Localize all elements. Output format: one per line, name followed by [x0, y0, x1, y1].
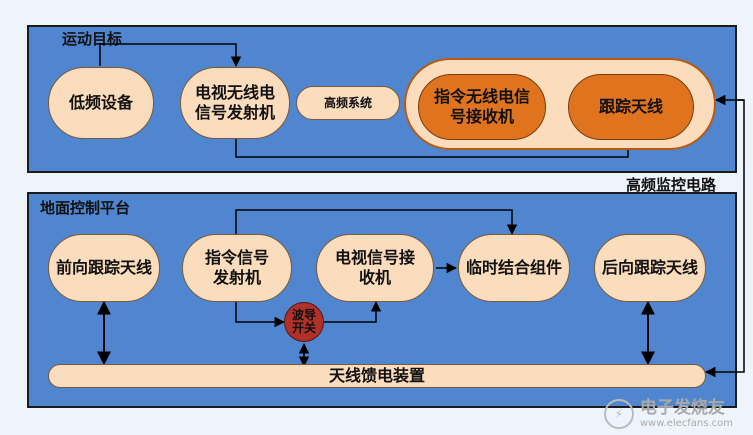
rear-tracking-antenna: 后向跟踪天线 [594, 234, 706, 302]
hf-monitor-circuit-label: 高频监控电路 [626, 176, 717, 194]
watermark-text: 电子发烧友 [639, 398, 725, 419]
antenna-feeder-device: 天线馈电装置 [48, 364, 706, 388]
tracking-antenna: 跟踪天线 [568, 74, 694, 140]
high-frequency-system: 高频系统 [296, 86, 400, 120]
ground-control-title: 地面控制平台 [40, 199, 131, 217]
command-signal-transmitter: 指令信号发射机 [182, 234, 292, 302]
temporary-combination-assembly: 临时结合组件 [458, 234, 570, 302]
tv-wireless-transmitter: 电视无线电信号发射机 [180, 67, 290, 139]
watermark-logo-icon: ⚡ [603, 399, 634, 429]
wire-switch-to-tvrx [322, 300, 382, 323]
wire-lowfreq-to-tvtx [99, 43, 242, 68]
watermark: ⚡ 电子发烧友 www.elecfans.com [603, 398, 733, 429]
watermark-url: www.elecfans.com [639, 417, 733, 429]
wire-cmdtx-to-switch [235, 296, 286, 328]
low-frequency-equipment: 低频设备 [48, 67, 154, 139]
command-wireless-receiver: 指令无线电信号接收机 [418, 74, 546, 140]
forward-tracking-antenna: 前向跟踪天线 [48, 234, 160, 302]
wire-cmdtx-to-temp [235, 209, 518, 236]
tv-signal-receiver: 电视信号接收机 [316, 234, 434, 302]
wire-monitor-loop [704, 99, 745, 378]
waveguide-switch: 波导开关 [284, 302, 324, 342]
